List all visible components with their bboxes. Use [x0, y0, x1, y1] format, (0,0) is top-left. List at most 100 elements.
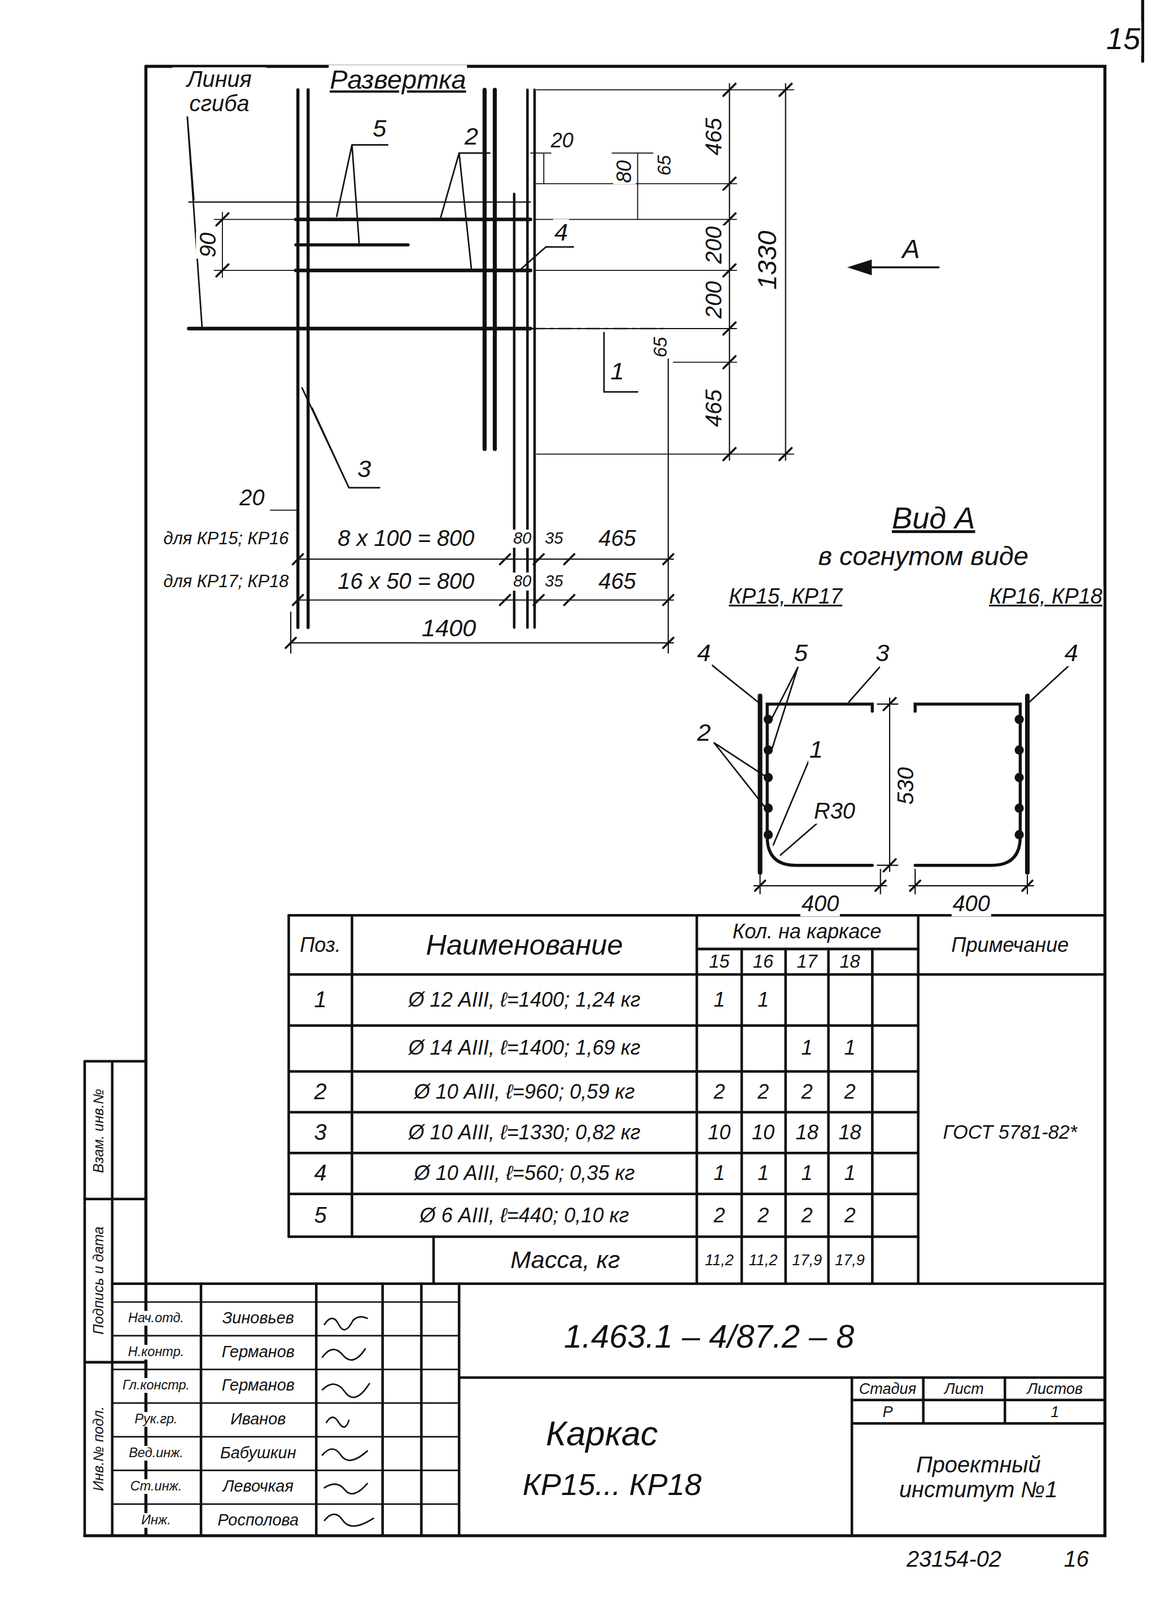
title-block-text: Взам. инв.№: [90, 1087, 107, 1174]
dimension-label: 80: [511, 572, 533, 591]
table-cell: 18: [837, 1121, 862, 1144]
dimension-tick: [754, 697, 1033, 891]
dimension-label: 3: [356, 456, 372, 484]
title-block-text: Германов: [220, 1342, 296, 1361]
title-block-text: Германов: [220, 1376, 296, 1395]
title-block-text: Зиновьев: [221, 1309, 296, 1328]
table-cell: 1: [800, 1162, 814, 1185]
title-block-grid: [458, 1377, 1105, 1536]
table-cell: 10: [706, 1121, 732, 1144]
table-cell: Наименование: [424, 929, 624, 961]
table-cell: 15: [707, 951, 731, 973]
title-block-text: Каркас: [544, 1414, 659, 1453]
dimension-label: 1: [808, 736, 825, 764]
table-cell: 3: [312, 1119, 328, 1145]
dimension-label: 80: [511, 529, 533, 548]
table-cell: 1: [843, 1162, 857, 1185]
dimension-label: 65: [650, 335, 672, 358]
dimension-label: 1330: [752, 229, 782, 292]
title-block-text: Вед.инж.: [127, 1445, 185, 1461]
dimension-label: Линия сгиба: [172, 67, 267, 117]
dimension-label: R30: [812, 798, 857, 824]
leader-line: [440, 152, 490, 269]
leader-line: [712, 664, 1070, 855]
dimension-label: 5: [371, 115, 388, 143]
dimension-label: для КР17; КР18: [162, 571, 290, 592]
dimension-label: 65: [655, 154, 676, 177]
table-cell: 1: [756, 988, 770, 1011]
extension-line: [534, 89, 794, 454]
dimension-label: 465: [597, 568, 637, 594]
title-block-text: Р: [881, 1403, 894, 1421]
dimension-label: 200: [701, 225, 727, 265]
dimension-label: 20: [238, 485, 266, 511]
table-cell: 2: [756, 1080, 770, 1103]
sheet-number: 15: [1105, 22, 1142, 56]
title-block-text: 1: [1049, 1403, 1061, 1421]
title-block-text: Инв.№ подл.: [90, 1405, 107, 1493]
title-block-text: Росполова: [216, 1511, 300, 1530]
title-block-text: Рук.гр.: [133, 1411, 179, 1427]
leader-line: [518, 246, 574, 271]
dimension-label: А: [900, 234, 921, 264]
dimension-label: 4: [696, 639, 712, 667]
title-block-text: Иванов: [229, 1410, 287, 1429]
table-cell: Ø 6 АIII, ℓ=440; 0,10 кг: [418, 1204, 631, 1227]
dimension-label: 8 х 100 = 800: [336, 526, 476, 551]
table-cell: 1: [756, 1162, 770, 1185]
table-cell: 18: [794, 1121, 820, 1144]
table-cell: 11,2: [747, 1251, 779, 1269]
dimension-label: 5: [793, 639, 809, 667]
title-block-text: Стадия: [858, 1380, 918, 1398]
title-block-text: 1.463.1 – 4/87.2 – 8: [562, 1318, 856, 1355]
table-cell: 2: [800, 1080, 814, 1103]
dimension-label: Вид А: [890, 501, 977, 536]
table-cell: Масса, кг: [509, 1246, 621, 1274]
table-cell: 4: [312, 1161, 328, 1186]
leader-line: [603, 332, 638, 392]
table-cell: 17: [795, 951, 819, 973]
dimension-tick: [723, 83, 792, 461]
dimension-label: 465: [597, 526, 637, 551]
dimension-line: [290, 336, 674, 653]
dimension-label: 35: [543, 529, 564, 548]
dimension-label: 35: [543, 572, 564, 591]
dimension-label: 1: [609, 357, 625, 385]
bar: [295, 219, 531, 271]
table-cell: 1: [843, 1036, 857, 1059]
leader-line: [301, 387, 380, 488]
table-cell: Ø 12 АIII, ℓ=1400; 1,24 кг: [406, 988, 642, 1011]
table-grid: [288, 915, 918, 1284]
dimension-label: в согнутом виде: [816, 541, 1030, 571]
view-arrow-head: [848, 260, 872, 275]
bar: [767, 703, 873, 866]
table-cell: 1: [800, 1036, 814, 1059]
title-block-text: Бабушкин: [219, 1443, 298, 1462]
title-block-grid: [200, 1283, 459, 1536]
dimension-label: 3: [874, 639, 891, 667]
dimension-label: 1400: [420, 614, 477, 642]
dimension-label: Развертка: [328, 64, 467, 95]
leader-line: [336, 145, 388, 244]
title-block-text: Проектный институт №1: [864, 1452, 1092, 1502]
dimension-label: КР15, КР17: [727, 584, 844, 609]
title-block-text: Левочкая: [221, 1477, 295, 1496]
title-block-text: Гл.констр.: [121, 1378, 191, 1394]
title-block-text: КР15... КР18: [521, 1467, 703, 1502]
dimension-label: 2: [696, 719, 712, 747]
table-cell: 2: [712, 1204, 726, 1227]
title-block-text: Листов: [1025, 1380, 1084, 1398]
table-cell: 2: [312, 1079, 328, 1105]
table-cell: 2: [800, 1204, 814, 1227]
table-cell: Ø 10 АIII, ℓ=1330; 0,82 кг: [406, 1121, 642, 1144]
dimension-label: 465: [701, 388, 727, 428]
title-block-grid: [84, 1061, 146, 1536]
dimension-label: 90: [195, 231, 221, 259]
dimension-label: 200: [701, 279, 727, 320]
frame: [84, 0, 1143, 1536]
title-block-grid: [112, 1301, 460, 1504]
bar: [915, 703, 1021, 866]
table-cell: 2: [843, 1080, 857, 1103]
